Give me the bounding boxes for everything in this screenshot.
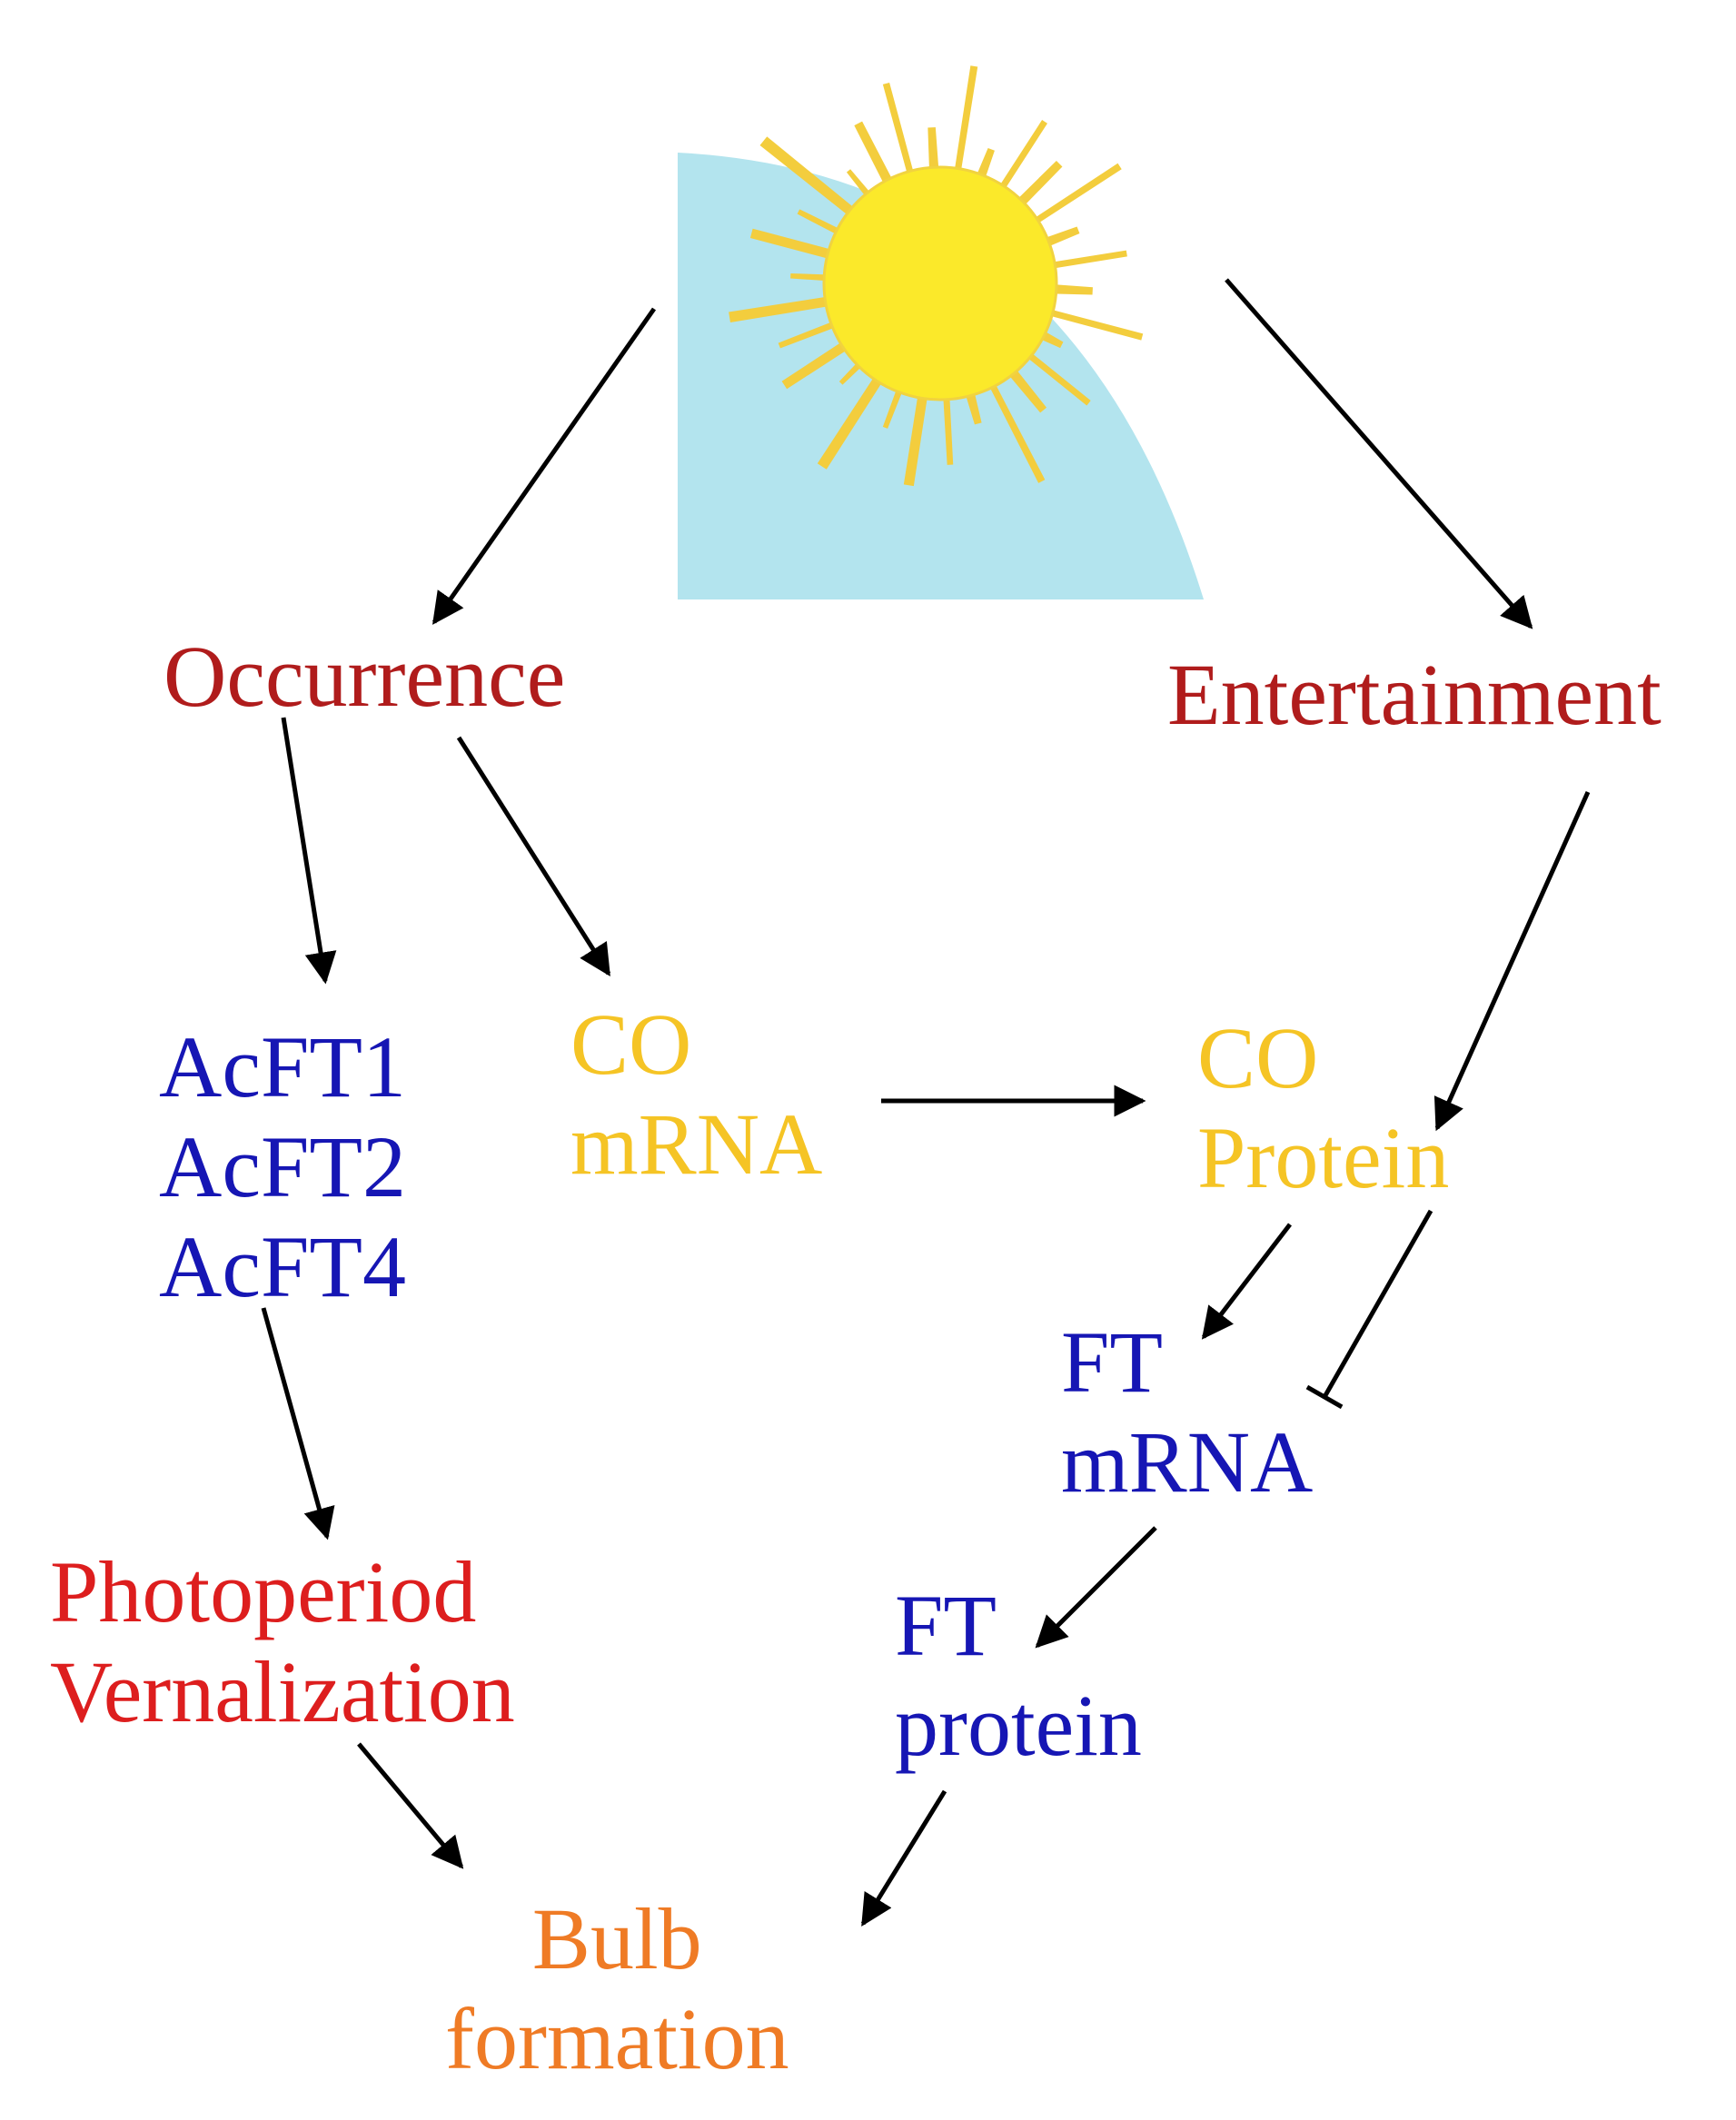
edges-layer bbox=[261, 278, 1591, 1927]
sun-ray bbox=[953, 65, 978, 179]
sun-ray bbox=[1021, 348, 1091, 406]
sun-ray bbox=[928, 127, 939, 177]
sun-ray bbox=[882, 381, 906, 429]
sun-ray bbox=[790, 273, 834, 282]
node-line: protein bbox=[895, 1677, 1142, 1774]
sun-ray bbox=[1047, 283, 1093, 295]
arrow-sun-to-entertainment bbox=[1225, 278, 1533, 629]
sun-disc bbox=[822, 165, 1058, 401]
sun-ray bbox=[996, 120, 1047, 195]
sun-ray bbox=[854, 121, 896, 191]
sun-ray bbox=[986, 377, 1046, 483]
node-line: mRNA bbox=[1061, 1413, 1314, 1511]
node-line: AcFT1 bbox=[159, 1018, 406, 1115]
sun-ray bbox=[1043, 307, 1144, 341]
arrow-occurrence-to-acft bbox=[281, 717, 337, 985]
node-line: FT bbox=[895, 1577, 997, 1674]
arrow-photoperiod-to-bulb bbox=[357, 1742, 464, 1869]
node-ft-mrna: FT mRNA bbox=[1061, 1313, 1313, 1512]
node-line: Photoperiod bbox=[50, 1543, 477, 1640]
sun-ray bbox=[797, 209, 847, 238]
node-ft-protein: FT protein bbox=[895, 1576, 1142, 1776]
sun-ray bbox=[1027, 163, 1122, 228]
node-bulb-formation: Bulb formation bbox=[445, 1889, 789, 2089]
sun-ray bbox=[942, 390, 954, 465]
sun-ray bbox=[1012, 160, 1063, 212]
sun-ray bbox=[817, 371, 887, 470]
node-co-protein: CO Protein bbox=[1197, 1008, 1449, 1208]
sun-ray bbox=[759, 136, 860, 221]
sun-rays bbox=[729, 65, 1144, 487]
arrow-acft-to-photoperiod bbox=[261, 1307, 335, 1540]
node-line: formation bbox=[445, 1990, 789, 2087]
sun-ray bbox=[903, 388, 929, 487]
node-line: mRNA bbox=[570, 1095, 823, 1193]
sun-ray bbox=[729, 295, 836, 323]
node-co-mrna: CO mRNA bbox=[570, 995, 822, 1194]
arrow-ft_mrna-to-ft_protein bbox=[1035, 1526, 1157, 1649]
node-line: AcFT2 bbox=[159, 1118, 406, 1215]
arrow-co_protein-to-ft_mrna bbox=[1201, 1223, 1292, 1340]
node-line: FT bbox=[1061, 1313, 1164, 1411]
node-entertainment: Entertainment bbox=[1167, 645, 1662, 745]
node-label: Entertainment bbox=[1167, 646, 1662, 743]
arrow-entertainment-to-co_protein bbox=[1433, 790, 1591, 1132]
sun-ray bbox=[778, 319, 842, 349]
sun-ray bbox=[781, 337, 854, 390]
node-photoperiod-vernalization: Photoperiod Vernalization bbox=[50, 1542, 515, 1742]
node-acft-genes: AcFT1 AcFT2 AcFT4 bbox=[159, 1017, 406, 1317]
node-line: CO bbox=[570, 996, 692, 1093]
arrow-occurrence-to-co_mrna bbox=[456, 736, 611, 976]
node-line: CO bbox=[1197, 1009, 1319, 1106]
sun-ray bbox=[1045, 250, 1127, 270]
node-line: Bulb bbox=[531, 1890, 702, 1987]
arrow-sun-to-occurrence bbox=[432, 307, 657, 625]
sun-ray bbox=[1004, 363, 1047, 413]
node-occurrence: Occurrence bbox=[164, 627, 565, 727]
sun-icon bbox=[678, 65, 1204, 599]
node-line: AcFT4 bbox=[159, 1218, 406, 1315]
sun-ray bbox=[749, 228, 838, 261]
inhibition-bar bbox=[1305, 1384, 1344, 1410]
node-label: Occurrence bbox=[164, 628, 566, 725]
arrow-ft_protein-to-bulb bbox=[860, 1789, 947, 1927]
sun-ray bbox=[882, 82, 916, 182]
inhibit-co_protein-to-ft_mrna bbox=[1322, 1209, 1433, 1399]
node-line: Protein bbox=[1197, 1109, 1450, 1206]
node-line: Vernalization bbox=[50, 1643, 515, 1740]
